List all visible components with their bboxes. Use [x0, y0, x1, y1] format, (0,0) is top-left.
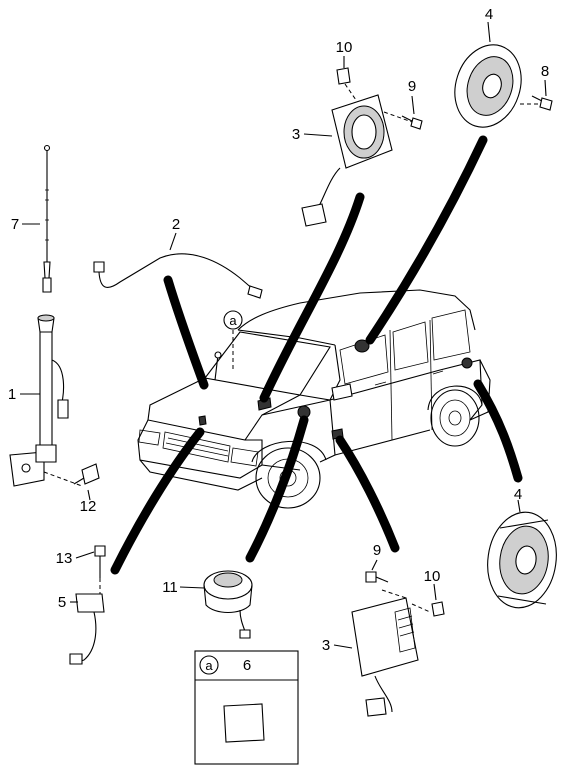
leader-lines: [110, 135, 523, 575]
callout-3-top: 3: [292, 126, 300, 143]
callout-10-bottom: 10: [424, 568, 441, 585]
clip-10-bottom: [431, 601, 445, 617]
callout-4-right: 4: [514, 486, 522, 503]
callout-5: 5: [58, 594, 66, 611]
speaker-door-right: [487, 511, 557, 609]
screw-13: [94, 545, 106, 594]
callout-1: 1: [8, 386, 16, 403]
clip-10-top: [336, 67, 357, 101]
callout-9-bottom: 9: [373, 542, 381, 559]
label-leaders: [20, 21, 547, 649]
reference-a-box: a: [205, 658, 213, 673]
callout-8: 8: [541, 63, 549, 80]
speaker-door-top: [454, 44, 540, 128]
antenna-rod: [42, 144, 52, 293]
callout-10-top: 10: [336, 39, 353, 56]
callout-4-top: 4: [485, 6, 493, 23]
screw-8: [531, 95, 553, 111]
callout-labels: 7 1 2 3 10 9 4 8 12 4 13 5 11 9 10 3 6 a…: [8, 6, 549, 674]
callout-11: 11: [162, 579, 178, 596]
screw-9-top: [401, 115, 423, 130]
speaker-tweeter-top: [301, 94, 413, 227]
callout-12: 12: [80, 498, 97, 515]
callout-7: 7: [11, 216, 19, 233]
callout-6: 6: [243, 657, 251, 674]
callout-2: 2: [172, 216, 180, 233]
callout-3-bottom: 3: [322, 637, 330, 654]
reference-a-vehicle: a: [229, 313, 237, 328]
callout-9-top: 9: [408, 78, 416, 95]
detail-box: [194, 650, 299, 765]
speaker-dash-11: [203, 570, 253, 639]
screw-9-bottom: [365, 571, 389, 583]
antenna-base: [9, 314, 83, 487]
callout-13: 13: [56, 550, 73, 567]
speaker-tweeter-bottom: [351, 589, 431, 717]
vehicle-suv: [137, 289, 491, 509]
antenna-feeder-cable: [93, 253, 263, 299]
sensor-5: [69, 593, 105, 665]
bolt-12: [73, 463, 100, 485]
